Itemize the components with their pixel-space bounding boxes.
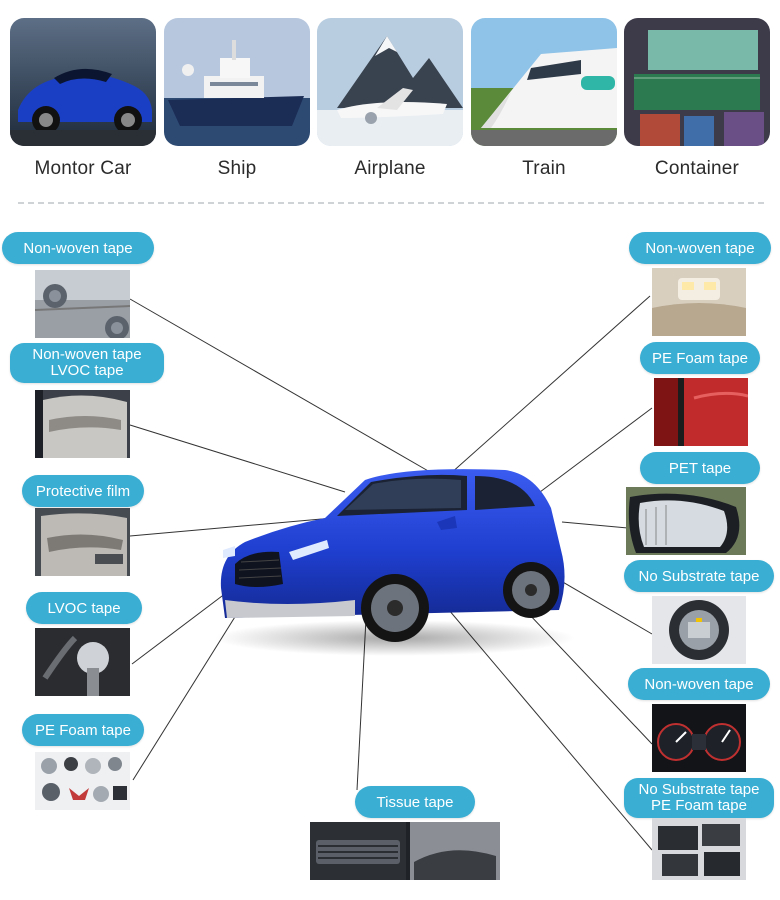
section-divider xyxy=(18,202,764,204)
tape-photo-side-mirror xyxy=(626,487,746,555)
industry-ship[interactable]: Ship xyxy=(164,18,310,180)
tape-label-text: Tissue tape xyxy=(376,793,454,811)
tape-photo-gear-knob xyxy=(35,628,130,696)
tape-label-right-5[interactable]: Non-woven tape xyxy=(628,668,770,700)
tape-photo-door-seal xyxy=(654,378,748,446)
tape-label-left-5[interactable]: PE Foam tape xyxy=(22,714,144,746)
tape-photo-door-trim xyxy=(35,508,130,576)
tape-photo-door-panel xyxy=(35,390,130,458)
industry-label: Train xyxy=(522,158,566,179)
tape-photo-dashboard-vents xyxy=(310,822,500,880)
tape-label-text: Non-woven tape xyxy=(32,346,142,363)
car-thumbnail xyxy=(10,18,156,146)
airplane-thumbnail xyxy=(317,18,463,146)
tape-photo-instrument-cluster xyxy=(652,704,746,772)
industry-airplane[interactable]: Airplane xyxy=(317,18,463,180)
tape-photo-emblems xyxy=(35,752,130,810)
industry-container[interactable]: Container xyxy=(624,18,770,180)
tape-label-bottom[interactable]: Tissue tape xyxy=(355,786,475,818)
tape-label-right-3[interactable]: PET tape xyxy=(640,452,760,484)
tape-label-text: Protective film xyxy=(35,482,131,500)
tape-label-left-4[interactable]: LVOC tape xyxy=(26,592,142,624)
train-thumbnail xyxy=(471,18,617,146)
tape-label-text: No Substrate tape xyxy=(638,781,760,798)
industry-label: Ship xyxy=(217,158,257,179)
tape-label-text: PET tape xyxy=(668,459,732,477)
tape-photo-roof-light xyxy=(652,268,746,336)
tape-label-text: Non-woven tape xyxy=(23,239,133,257)
tape-label-text: No Substrate tape xyxy=(638,567,760,585)
tape-label-text: PE Foam tape xyxy=(652,349,748,367)
industry-label: Montor Car xyxy=(34,158,132,179)
tape-label-right-1[interactable]: Non-woven tape xyxy=(629,232,771,264)
tape-photo-foam-pads xyxy=(652,818,746,880)
tape-label-text: Non-woven tape xyxy=(644,675,754,693)
tape-label-right-6[interactable]: No Substrate tape PE Foam tape xyxy=(624,778,774,818)
industries-row: Montor Car Ship xyxy=(0,0,780,200)
tape-label-right-4[interactable]: No Substrate tape xyxy=(624,560,774,592)
suv-image xyxy=(205,460,575,660)
tape-label-text: Non-woven tape xyxy=(645,239,755,257)
industry-label: Airplane xyxy=(354,158,426,179)
tape-label-left-1[interactable]: Non-woven tape xyxy=(2,232,154,264)
tape-label-text: LVOC tape xyxy=(47,599,121,617)
ship-thumbnail xyxy=(164,18,310,146)
industry-label: Container xyxy=(654,158,740,179)
tape-photo-roof-console xyxy=(35,270,130,338)
tape-label-left-2[interactable]: Non-woven tape LVOC tape xyxy=(10,343,164,383)
tape-label-text: PE Foam tape xyxy=(651,797,747,814)
container-thumbnail xyxy=(624,18,770,146)
tape-label-text: PE Foam tape xyxy=(35,721,131,739)
tape-label-left-3[interactable]: Protective film xyxy=(22,475,144,507)
tape-label-right-2[interactable]: PE Foam tape xyxy=(640,342,760,374)
industry-car[interactable]: Montor Car xyxy=(10,18,156,180)
tape-photo-steering-wheel xyxy=(652,596,746,664)
tape-label-text: LVOC tape xyxy=(50,362,124,379)
industry-train[interactable]: Train xyxy=(471,18,617,180)
